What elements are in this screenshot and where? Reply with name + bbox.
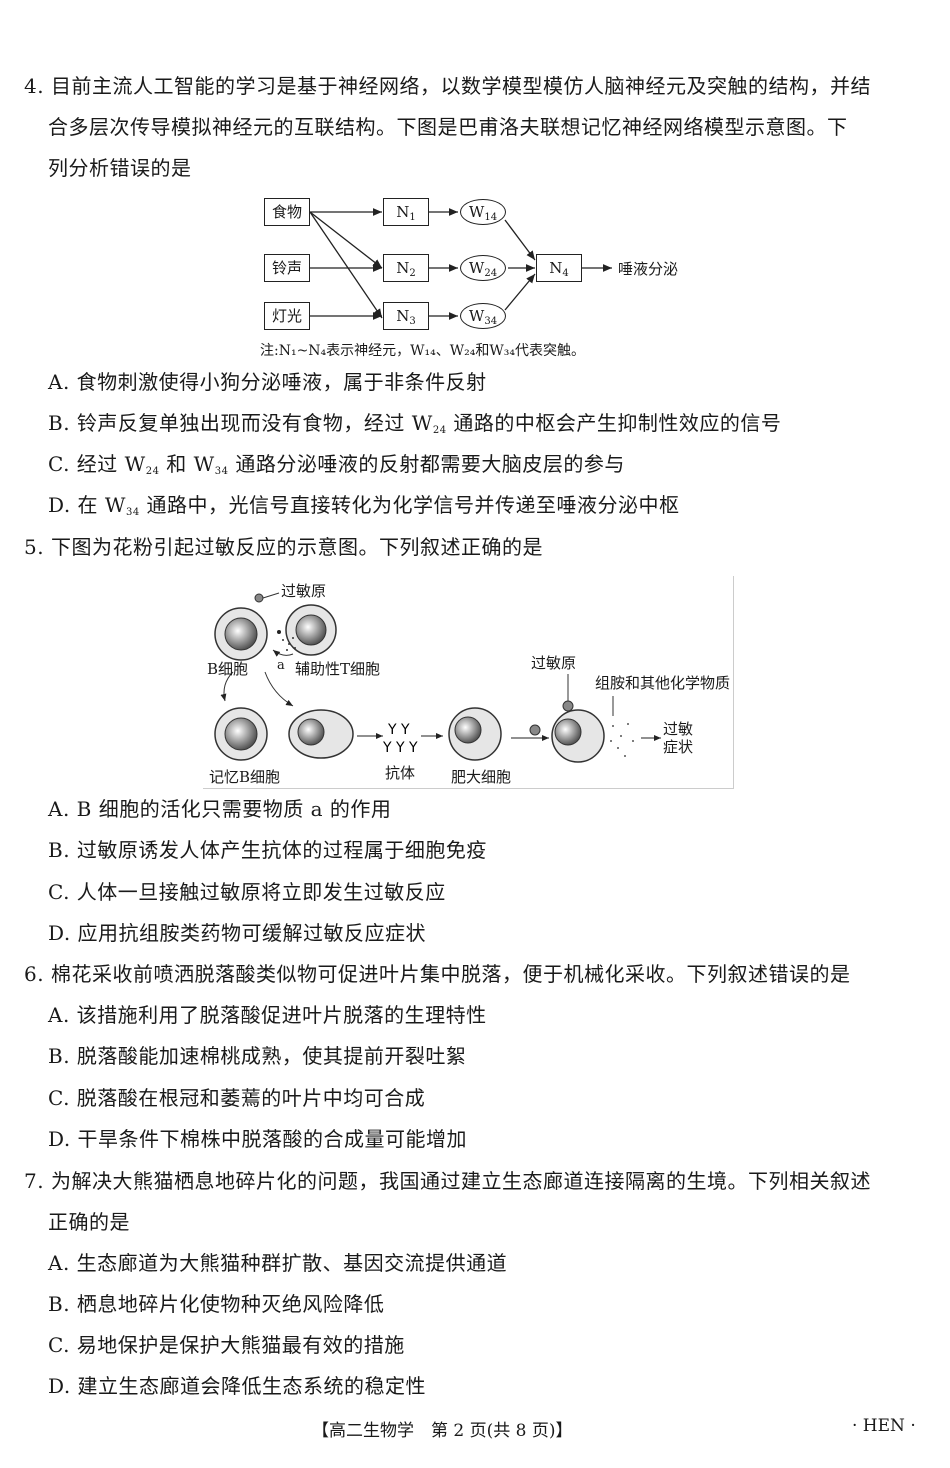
diagram-arrows bbox=[309, 208, 612, 320]
allergen-label-right: 过敏原 bbox=[531, 654, 577, 672]
symptom-label-2: 症状 bbox=[663, 738, 694, 756]
substance-a-label: a bbox=[277, 658, 285, 673]
neuron-n4-box: N4 bbox=[536, 254, 582, 282]
output-salivation-label: 唾液分泌 bbox=[618, 260, 679, 278]
q6-option-a[interactable]: A. 该措施利用了脱落酸促进叶片脱落的生理特性 bbox=[48, 1003, 487, 1027]
q5-option-c[interactable]: C. 人体一旦接触过敏原将立即发生过敏反应 bbox=[48, 880, 446, 904]
svg-text:Y Y: Y Y bbox=[387, 722, 410, 738]
q4-option-b[interactable]: B. 铃声反复单独出现而没有食物，经过 W24 通路的中枢会产生抑制性效应的信号 bbox=[48, 411, 782, 436]
q6-option-c[interactable]: C. 脱落酸在根冠和萎蔫的叶片中均可合成 bbox=[48, 1086, 426, 1110]
symptom-label-1: 过敏 bbox=[663, 720, 694, 738]
page-footer-label: 【高二生物学 第 2 页(共 8 页)】 bbox=[312, 1421, 573, 1441]
helper-t-cell-label: 辅助性T细胞 bbox=[295, 660, 381, 678]
input-bell-box: 铃声 bbox=[264, 254, 310, 282]
input-food-box: 食物 bbox=[264, 198, 310, 226]
q5-option-a[interactable]: A. B 细胞的活化只需要物质 a 的作用 bbox=[48, 797, 392, 821]
allergy-illustration: Y Y Y Y Y bbox=[214, 592, 661, 763]
mast-cell-label: 肥大细胞 bbox=[451, 768, 512, 786]
q4-stem-line2: 合多层次传导模拟神经元的互联结构。下图是巴甫洛夫联想记忆神经网络模型示意图。下 bbox=[48, 115, 848, 139]
q7-stem-line1: 7. 为解决大熊猫栖息地碎片化的问题，我国通过建立生态廊道连接隔离的生境。下列相… bbox=[24, 1169, 871, 1193]
antibody-label: 抗体 bbox=[385, 764, 416, 782]
histamine-label: 组胺和其他化学物质 bbox=[595, 674, 731, 692]
q6-option-d[interactable]: D. 干旱条件下棉株中脱落酸的合成量可能增加 bbox=[48, 1127, 468, 1151]
neuron-n1-box: N1 bbox=[383, 198, 429, 226]
neural-network-diagram: 食物 铃声 灯光 N1 N2 N3 W14 W24 W34 N4 唾液分泌 注:… bbox=[250, 190, 720, 365]
q7-stem-line2: 正确的是 bbox=[48, 1210, 130, 1234]
b-cell-label: B细胞 bbox=[207, 660, 249, 678]
allergy-figure: Y Y Y Y Y 过敏原 B细胞 a 辅助性T细胞 记忆B细胞 抗体 肥大细胞… bbox=[203, 576, 734, 789]
q7-option-a[interactable]: A. 生态廊道为大熊猫种群扩散、基因交流提供通道 bbox=[48, 1251, 508, 1275]
footer-code: · HEN · bbox=[852, 1416, 916, 1436]
input-light-box: 灯光 bbox=[264, 302, 310, 330]
q7-option-d[interactable]: D. 建立生态廊道会降低生态系统的稳定性 bbox=[48, 1374, 427, 1398]
q5-option-d[interactable]: D. 应用抗组胺类药物可缓解过敏反应症状 bbox=[48, 921, 427, 945]
synapse-w14-ellipse: W14 bbox=[460, 199, 506, 225]
q7-option-b[interactable]: B. 栖息地碎片化使物种灭绝风险降低 bbox=[48, 1292, 385, 1316]
allergen-label-top: 过敏原 bbox=[281, 582, 327, 600]
q5-stem: 5. 下图为花粉引起过敏反应的示意图。下列叙述正确的是 bbox=[24, 535, 543, 559]
q4-stem-line1: 4. 目前主流人工智能的学习是基于神经网络，以数学模型模仿人脑神经元及突触的结构… bbox=[24, 74, 871, 98]
q7-option-c[interactable]: C. 易地保护是保护大熊猫最有效的措施 bbox=[48, 1333, 405, 1357]
q4-option-c[interactable]: C. 经过 W24 和 W34 通路分泌唾液的反射都需要大脑皮层的参与 bbox=[48, 452, 625, 477]
synapse-w24-ellipse: W24 bbox=[460, 255, 506, 281]
neuron-n2-box: N2 bbox=[383, 254, 429, 282]
q4-stem-line3: 列分析错误的是 bbox=[48, 156, 192, 180]
synapse-w34-ellipse: W34 bbox=[460, 303, 506, 329]
q5-option-b[interactable]: B. 过敏原诱发人体产生抗体的过程属于细胞免疫 bbox=[48, 838, 487, 862]
q4-option-d[interactable]: D. 在 W34 通路中，光信号直接转化为化学信号并传递至唾液分泌中枢 bbox=[48, 493, 680, 518]
svg-text:Y Y Y: Y Y Y bbox=[382, 740, 418, 756]
q6-stem: 6. 棉花采收前喷洒脱落酸类似物可促进叶片集中脱落，便于机械化采收。下列叙述错误… bbox=[24, 962, 851, 986]
q4-option-a[interactable]: A. 食物刺激使得小狗分泌唾液，属于非条件反射 bbox=[48, 370, 487, 394]
memory-b-cell-label: 记忆B细胞 bbox=[209, 768, 281, 786]
neuron-n3-box: N3 bbox=[383, 302, 429, 330]
q6-option-b[interactable]: B. 脱落酸能加速棉桃成熟，使其提前开裂吐絮 bbox=[48, 1044, 467, 1068]
diagram-note: 注:N₁~N₄表示神经元，W₁₄、W₂₄和W₃₄代表突触。 bbox=[260, 343, 586, 359]
